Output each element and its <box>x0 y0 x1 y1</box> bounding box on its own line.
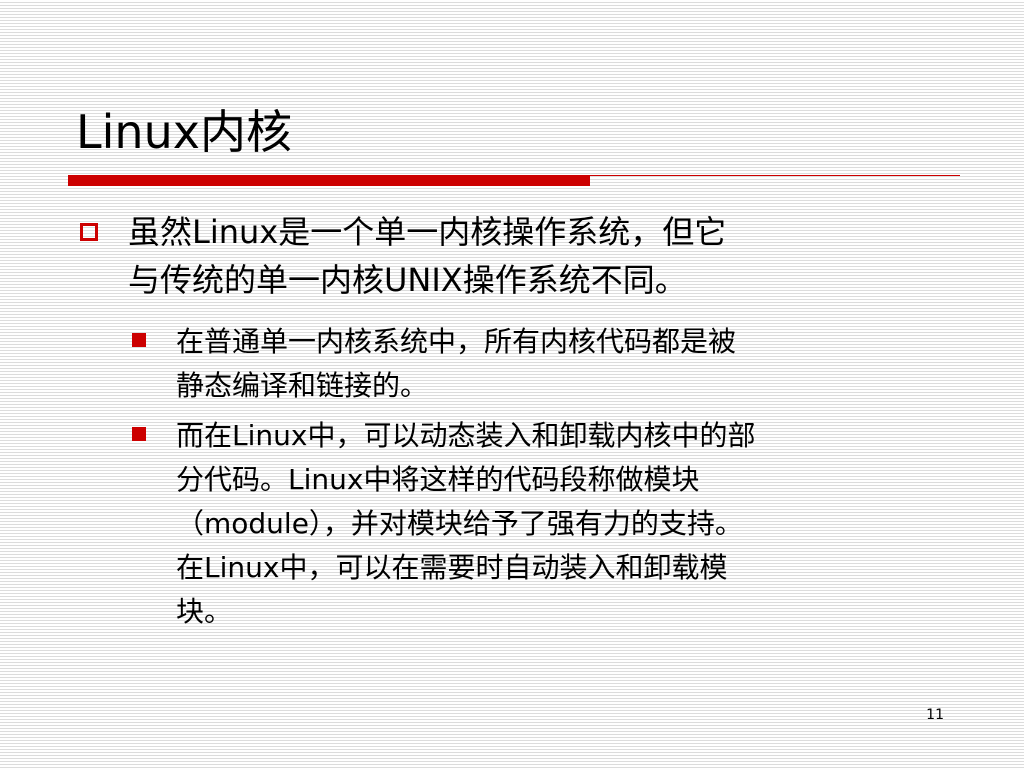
page-number: 11 <box>926 707 944 723</box>
slide-title: Linux内核 <box>76 105 292 159</box>
bullet-text: 虽然Linux是一个单一内核操作系统，但它 与传统的单一内核UNIX操作系统不同… <box>128 213 727 299</box>
hollow-square-bullet-icon <box>80 223 98 241</box>
sub-bullet-text: 在普通单一内核系统中，所有内核代码都是被 静态编译和链接的。 <box>176 325 737 402</box>
title-underline-bar <box>68 175 590 186</box>
filled-square-bullet-icon <box>132 427 146 441</box>
sub-bullet-text: 而在Linux中，可以动态装入和卸载内核中的部 分代码。Linux中将这样的代码… <box>176 419 756 628</box>
title-underline-thin <box>590 175 960 176</box>
filled-square-bullet-icon <box>132 333 146 347</box>
